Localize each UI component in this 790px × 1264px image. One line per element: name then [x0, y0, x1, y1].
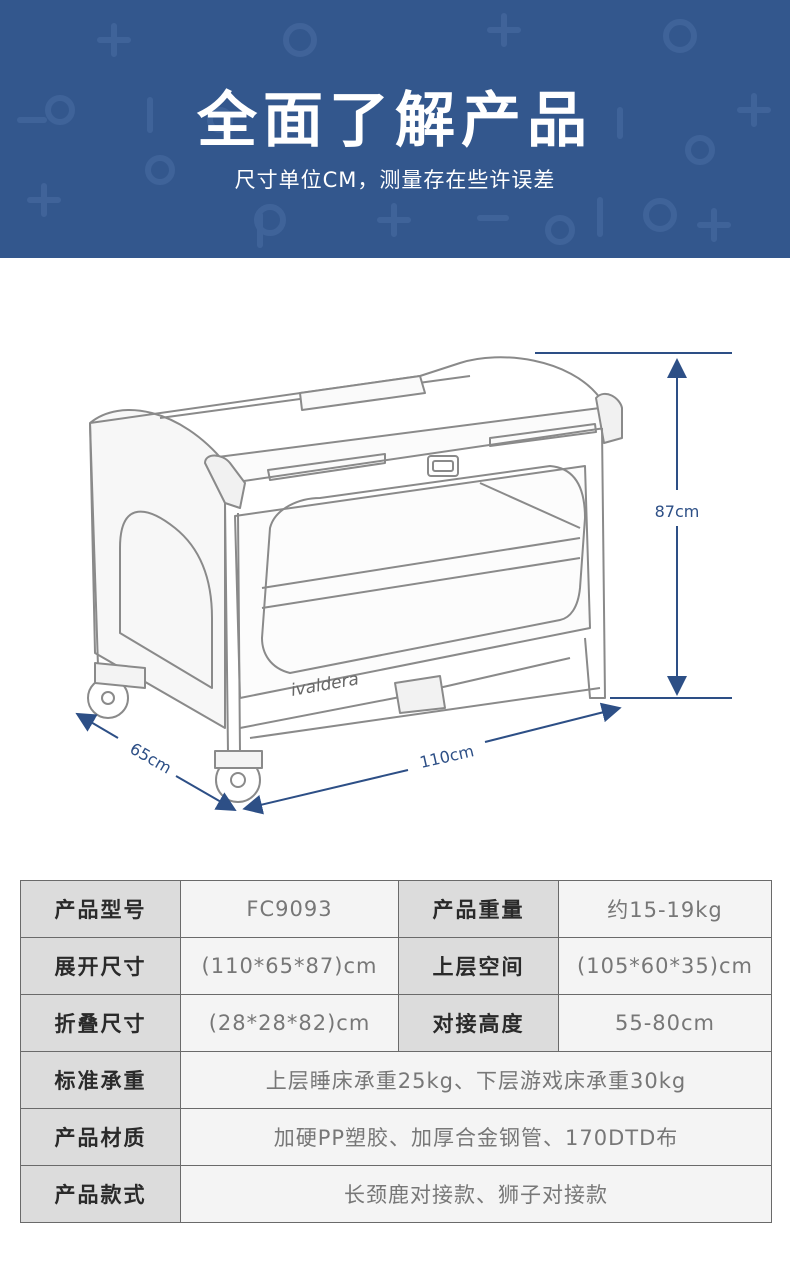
- spec-value: 长颈鹿对接款、狮子对接款: [180, 1165, 772, 1223]
- table-row: 折叠尺寸 (28*28*82)cm 对接高度 55-80cm: [20, 994, 772, 1052]
- table-row: 标准承重 上层睡床承重25kg、下层游戏床承重30kg: [20, 1051, 772, 1109]
- spec-label: 标准承重: [20, 1051, 181, 1109]
- spec-label: 产品材质: [20, 1108, 181, 1166]
- table-row: 展开尺寸 (110*65*87)cm 上层空间 (105*60*35)cm: [20, 937, 772, 995]
- spec-label: 对接高度: [398, 994, 559, 1052]
- spec-value: (28*28*82)cm: [180, 994, 399, 1052]
- spec-value: 约15-19kg: [558, 880, 772, 938]
- spec-label: 产品款式: [20, 1165, 181, 1223]
- spec-label: 产品重量: [398, 880, 559, 938]
- spec-label: 折叠尺寸: [20, 994, 181, 1052]
- width-dimension: [242, 702, 622, 815]
- spec-value: (110*65*87)cm: [180, 937, 399, 995]
- spec-value: 加硬PP塑胶、加厚合金钢管、170DTD布: [180, 1108, 772, 1166]
- width-label: 110cm: [418, 741, 476, 772]
- table-row: 产品型号 FC9093 产品重量 约15-19kg: [20, 880, 772, 938]
- banner-pattern: [17, 13, 771, 248]
- spec-table: 产品型号 FC9093 产品重量 约15-19kg 展开尺寸 (110*65*8…: [20, 880, 772, 1223]
- crib-drawing: [87, 356, 623, 803]
- product-illustration: ivaldera 87cm 110cm 65cm: [75, 352, 732, 815]
- spec-label: 展开尺寸: [20, 937, 181, 995]
- spec-label: 上层空间: [398, 937, 559, 995]
- height-dimension: [535, 352, 732, 699]
- spec-value: 55-80cm: [558, 994, 772, 1052]
- depth-dimension: [75, 712, 237, 811]
- spec-label: 产品型号: [20, 880, 181, 938]
- header-banner: 全面了解产品 尺寸单位CM，测量存在些许误差: [0, 0, 790, 258]
- table-row: 产品材质 加硬PP塑胶、加厚合金钢管、170DTD布: [20, 1108, 772, 1166]
- spec-value: (105*60*35)cm: [558, 937, 772, 995]
- spec-value: 上层睡床承重25kg、下层游戏床承重30kg: [180, 1051, 772, 1109]
- table-row: 产品款式 长颈鹿对接款、狮子对接款: [20, 1165, 772, 1223]
- height-label: 87cm: [655, 502, 700, 521]
- page-subtitle: 尺寸单位CM，测量存在些许误差: [234, 168, 556, 192]
- spec-value: FC9093: [180, 880, 399, 938]
- depth-label: 65cm: [127, 739, 175, 778]
- page-title: 全面了解产品: [197, 86, 593, 156]
